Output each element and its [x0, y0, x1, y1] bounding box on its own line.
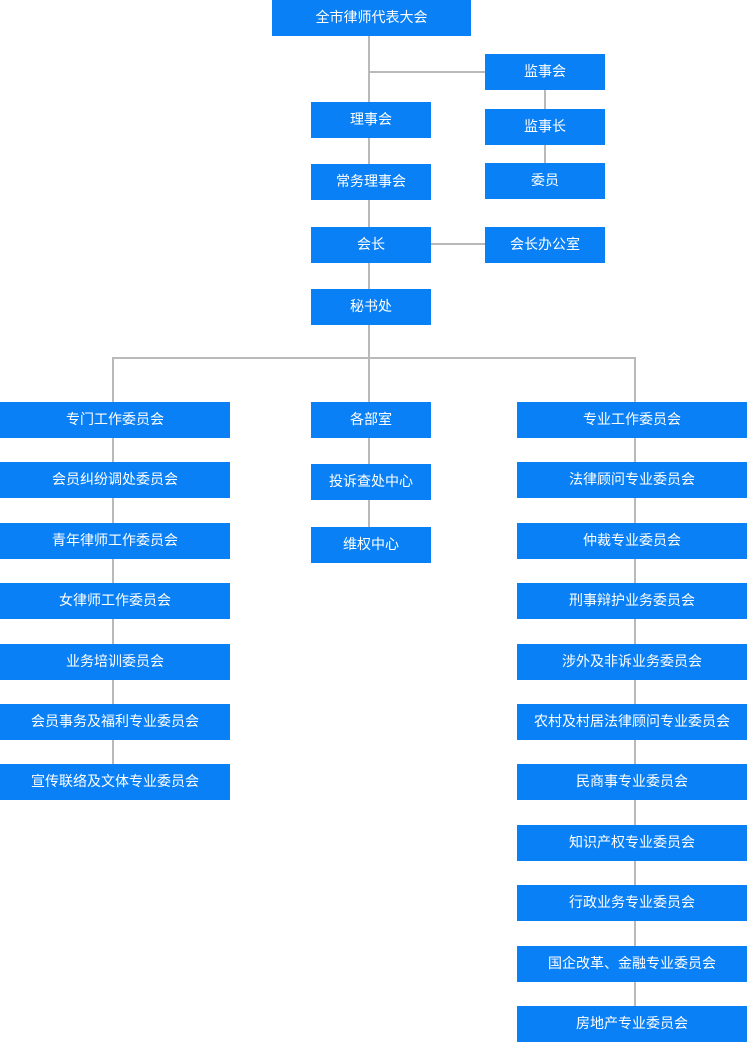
node-congress: 全市律师代表大会	[272, 0, 471, 36]
mid-node: 维权中心	[311, 527, 431, 563]
right-node: 农村及村居法律顾问专业委员会	[517, 704, 747, 740]
node-standing-council: 常务理事会	[311, 164, 431, 200]
right-node: 法律顾问专业委员会	[517, 462, 747, 498]
left-node: 会员事务及福利专业委员会	[0, 704, 230, 740]
left-node: 业务培训委员会	[0, 644, 230, 680]
left-node-special-committees: 专门工作委员会	[0, 402, 230, 438]
left-node: 会员纠纷调处委员会	[0, 462, 230, 498]
right-node: 民商事专业委员会	[517, 764, 747, 800]
node-president-office: 会长办公室	[485, 227, 605, 263]
right-node: 刑事辩护业务委员会	[517, 583, 747, 619]
right-node: 知识产权专业委员会	[517, 825, 747, 861]
node-secretariat: 秘书处	[311, 289, 431, 325]
node-council: 理事会	[311, 102, 431, 138]
left-node: 女律师工作委员会	[0, 583, 230, 619]
node-president: 会长	[311, 227, 431, 263]
right-node: 房地产专业委员会	[517, 1006, 747, 1042]
node-chief-supervisor: 监事长	[485, 109, 605, 145]
right-node: 仲裁专业委员会	[517, 523, 747, 559]
left-node: 青年律师工作委员会	[0, 523, 230, 559]
right-node-professional-committees: 专业工作委员会	[517, 402, 747, 438]
right-node: 涉外及非诉业务委员会	[517, 644, 747, 680]
node-supervisor-member: 委员	[485, 163, 605, 199]
right-node: 行政业务专业委员会	[517, 885, 747, 921]
left-node: 宣传联络及文体专业委员会	[0, 764, 230, 800]
mid-node-departments: 各部室	[311, 402, 431, 438]
node-supervisory-board: 监事会	[485, 54, 605, 90]
mid-node: 投诉查处中心	[311, 464, 431, 500]
right-node: 国企改革、金融专业委员会	[517, 946, 747, 982]
